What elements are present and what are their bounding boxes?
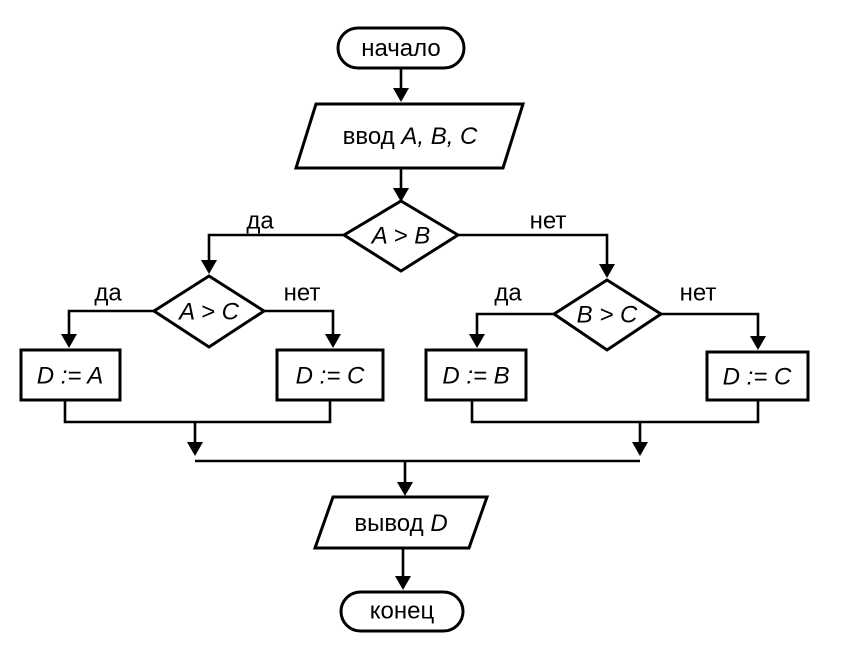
arrow-to-output — [397, 482, 413, 496]
decision-bc-shape — [551, 278, 664, 352]
assign-box-dc-left-label: D := C — [296, 363, 365, 390]
arrow-to-input — [393, 88, 409, 102]
arrow-to-condab — [393, 188, 409, 202]
assign-box-db-label: D := B — [442, 363, 509, 390]
input-block-shape — [293, 102, 526, 170]
branch-bc-no: нет — [680, 280, 717, 307]
arrow-to-assign-da — [61, 334, 77, 348]
input-vars: A, B, C — [399, 123, 478, 150]
decision-ab-shape — [341, 199, 461, 273]
decision-ab-label: A > B — [370, 223, 430, 250]
branch-bc-yes: да — [494, 280, 522, 307]
connector-ac-yes — [67, 309, 154, 341]
input-keyword: ввод — [343, 123, 395, 150]
output-block: вывод D — [312, 495, 490, 550]
decision-ac-label: A > C — [177, 299, 239, 326]
arrow-to-assign-dc2 — [750, 336, 766, 350]
branch-ac-yes: да — [94, 280, 122, 307]
branch-ab-yes: да — [246, 208, 274, 235]
decision-ac: A > C — [151, 274, 267, 349]
output-keyword: вывод — [354, 510, 423, 537]
branch-ac-no: нет — [284, 280, 321, 307]
arrow-to-assign-dc1 — [325, 334, 341, 348]
connector-ab-no — [458, 233, 609, 270]
arrow-right-merge — [632, 442, 648, 456]
assign-box-dc-right: D := C — [705, 350, 810, 402]
decision-bc: B > C — [551, 278, 664, 352]
arrow-to-assign-db — [469, 334, 485, 348]
input-block: ввод A, B, C — [293, 102, 526, 170]
assign-box-dc-left: D := C — [275, 348, 385, 402]
assign-box-da-label: D := A — [37, 363, 103, 390]
terminator-start-label: начало — [361, 35, 441, 62]
arrowheads — [61, 88, 766, 590]
assign-box-da-shape — [19, 348, 122, 402]
decision-ac-shape — [151, 274, 267, 349]
arrow-left-merge — [187, 442, 203, 456]
assign-box-dc-left-shape — [275, 348, 385, 402]
assign-box-dc-right-shape — [705, 350, 810, 402]
terminator-end: конец — [339, 590, 465, 633]
output-vars: D — [430, 510, 447, 537]
connector-ac-no — [264, 309, 335, 341]
assign-box-db: D := B — [424, 348, 528, 402]
assign-box-db-shape — [424, 348, 528, 402]
connector-bc-yes — [475, 312, 554, 341]
assign-box-da: D := A — [19, 348, 122, 402]
connector-bc-no — [661, 312, 760, 343]
output-block-shape — [312, 495, 490, 550]
arrow-to-end — [395, 576, 411, 590]
branch-ab-no: нет — [530, 208, 567, 235]
connector-ab-yes — [207, 233, 344, 266]
decision-ab: A > B — [341, 199, 461, 273]
terminator-end-label: конец — [370, 598, 435, 625]
arrow-to-condbc — [599, 264, 615, 278]
assign-box-dc-right-label: D := C — [723, 364, 792, 391]
terminator-end-shape — [339, 590, 465, 633]
connector-right-merge — [470, 400, 760, 424]
decision-bc-label: B > C — [577, 302, 638, 329]
output-block-label: вывод D — [354, 510, 447, 537]
connector-left-merge — [63, 400, 332, 424]
input-block-label: ввод A, B, C — [343, 123, 478, 150]
arrow-to-condac — [201, 260, 217, 274]
terminator-start-shape — [336, 26, 466, 70]
terminator-start: начало — [336, 26, 466, 70]
